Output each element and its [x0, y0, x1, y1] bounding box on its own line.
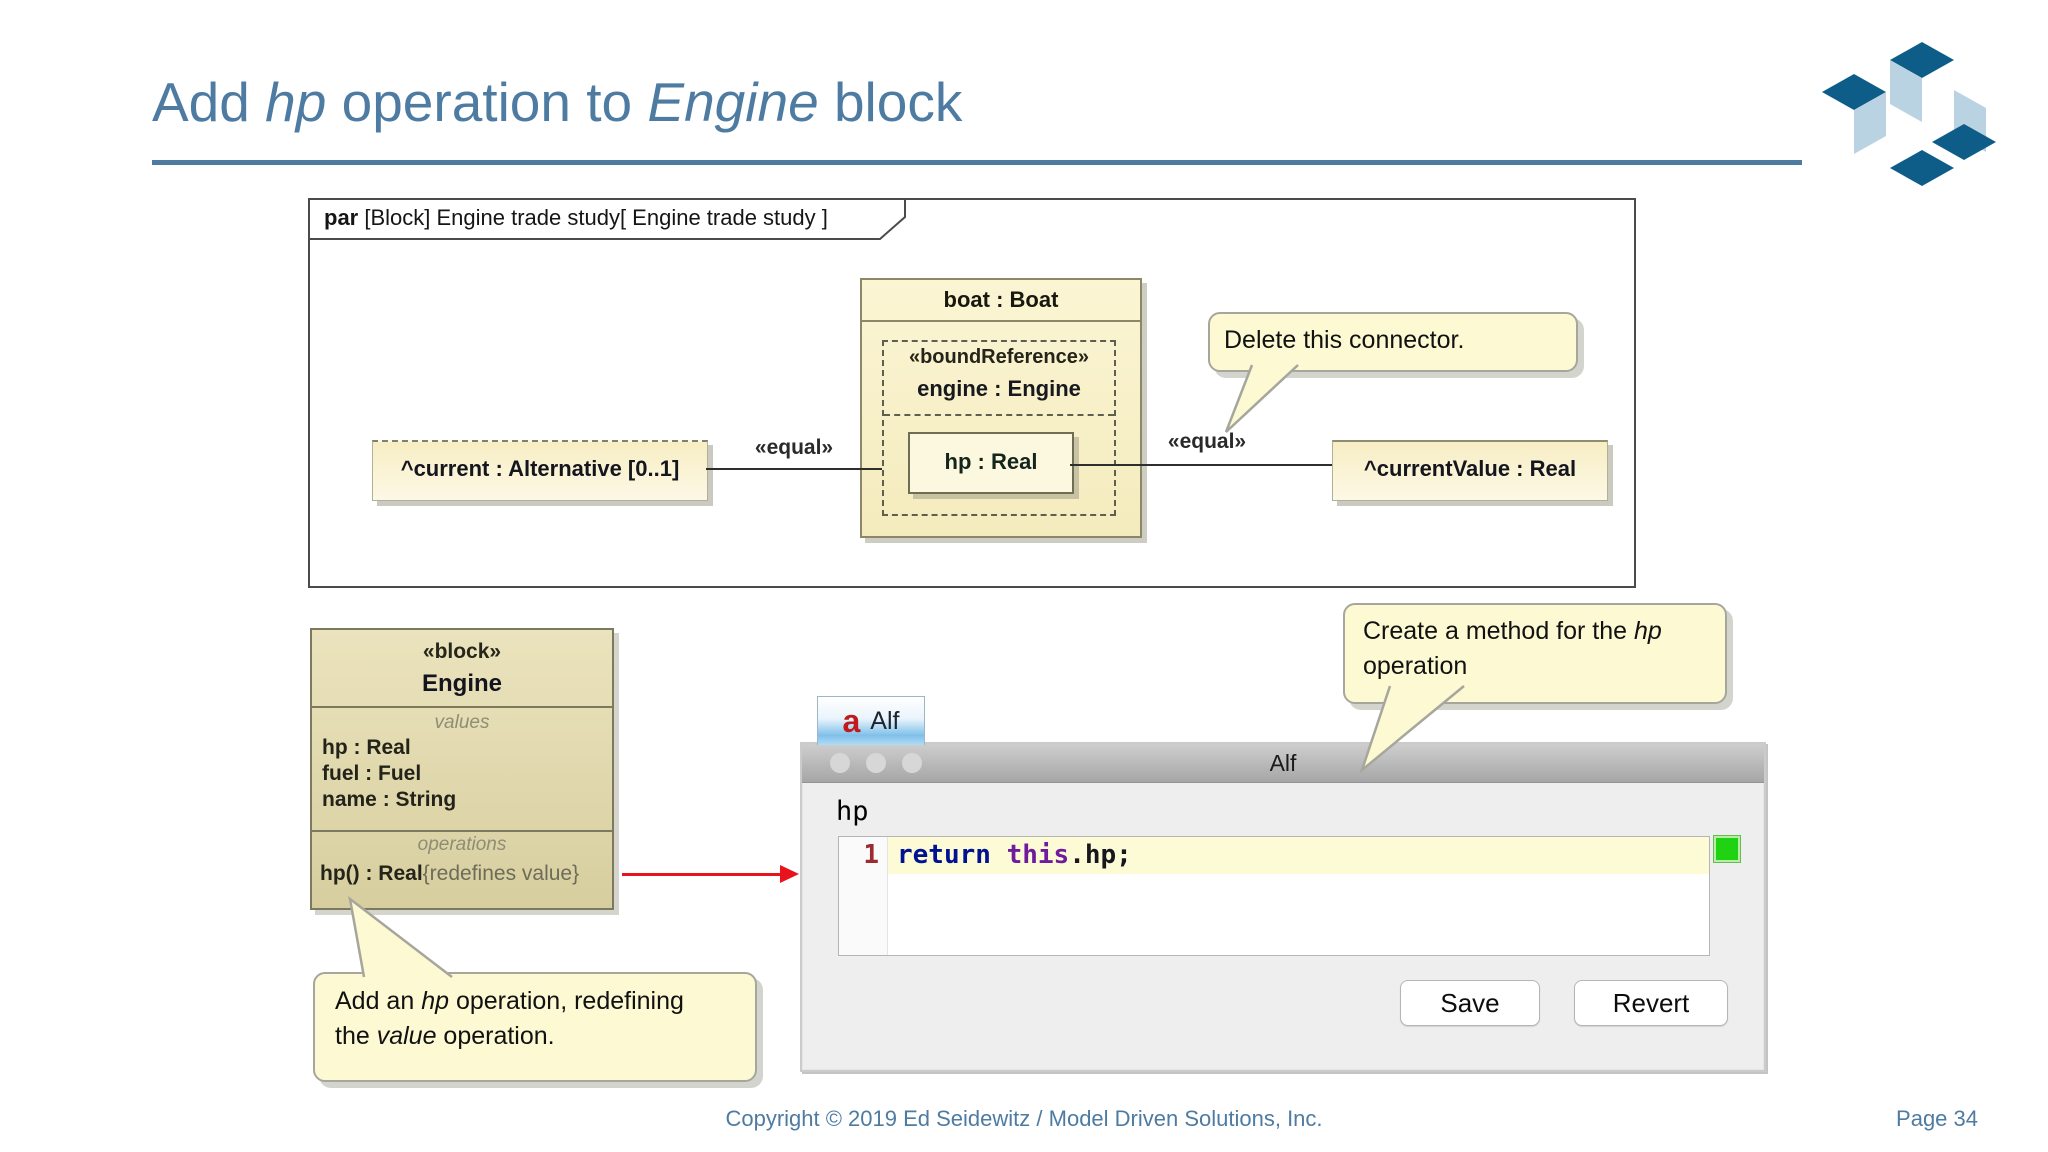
- callout-text: Create a method for the: [1363, 617, 1634, 645]
- equal-connector-right: [1070, 464, 1332, 466]
- current-parameter-box: ^current : Alternative [0..1]: [372, 440, 708, 501]
- page-title: Add hp operation to Engine block: [152, 70, 962, 134]
- window-controls: [830, 753, 922, 773]
- equal-connector-left: [706, 468, 882, 470]
- value-property: name : String: [322, 788, 457, 811]
- hp-value-box: hp : Real: [908, 432, 1074, 494]
- copyright-text: Copyright © 2019 Ed Seidewitz / Model Dr…: [725, 1106, 1323, 1131]
- current-line-highlight: [888, 837, 1709, 874]
- divider: [312, 830, 612, 832]
- callout-text-italic: hp: [421, 987, 449, 1015]
- block-stereotype: «block»: [422, 640, 502, 663]
- operation-modifier: {redefines value}: [422, 862, 580, 885]
- line-number: 1: [863, 840, 879, 870]
- callout-text-italic: value: [376, 1022, 437, 1050]
- engine-block: «block» Engine values hp : Real fuel : F…: [310, 628, 614, 910]
- diagram-kind-keyword: par: [324, 205, 359, 230]
- callout-tail: [1224, 364, 1299, 433]
- callout-tail: [348, 896, 453, 978]
- bound-reference-stereotype: «boundReference»: [908, 346, 1090, 368]
- engine-part-name: engine : Engine: [917, 376, 1081, 401]
- title-part: operation to: [326, 71, 648, 133]
- code-editor[interactable]: 1 return this.hp;: [838, 836, 1710, 956]
- current-value-parameter-box: ^currentValue : Real: [1332, 440, 1608, 501]
- keyword-return: return: [897, 840, 1007, 870]
- save-button[interactable]: Save: [1400, 980, 1540, 1026]
- par-diagram-frame: par [Block] Engine trade study[ Engine t…: [308, 198, 1636, 588]
- block-name: Engine: [421, 670, 502, 697]
- value-property: fuel : Fuel: [322, 762, 422, 785]
- code-line: return this.hp;: [897, 837, 1132, 874]
- divider: [862, 320, 1140, 322]
- diagram-header: par [Block] Engine trade study[ Engine t…: [324, 205, 828, 231]
- divider: [884, 414, 1114, 416]
- keyword-this: this: [1006, 840, 1070, 870]
- company-logo-icon: [1822, 42, 1996, 186]
- callout-text-italic: hp: [1633, 617, 1662, 645]
- callout-text: operation: [1363, 652, 1468, 680]
- red-arrow-line: [622, 873, 782, 876]
- delete-connector-callout: Delete this connector.: [1208, 312, 1578, 372]
- validation-status-indicator: [1714, 836, 1740, 862]
- operation-signature: hp() : Real: [320, 862, 423, 885]
- window-zoom-button[interactable]: [902, 753, 922, 773]
- title-part: block: [818, 71, 963, 133]
- red-arrow-head-icon: [780, 865, 799, 883]
- operation-name-label: hp: [836, 796, 869, 827]
- code-text: .hp;: [1069, 840, 1132, 870]
- diagram-header-text: [Block] Engine trade study[ Engine trade…: [358, 205, 828, 230]
- window-titlebar: Alf: [802, 744, 1764, 783]
- window-close-button[interactable]: [830, 753, 850, 773]
- add-operation-callout: Add an hp operation, redefining the valu…: [313, 972, 757, 1082]
- alf-editor-window: Alf hp 1 return this.hp; Save Revert: [800, 742, 1766, 1072]
- equal-stereotype-right: «equal»: [1167, 430, 1247, 453]
- bound-reference-box: «boundReference» engine : Engine hp : Re…: [882, 340, 1116, 516]
- alf-logo-icon: a: [842, 703, 861, 739]
- callout-text: operation.: [436, 1022, 555, 1050]
- alf-tab-label: Alf: [870, 706, 900, 735]
- window-minimize-button[interactable]: [866, 753, 886, 773]
- title-part-italic: hp: [265, 71, 327, 133]
- divider: [312, 706, 612, 708]
- title-part-italic: Engine: [647, 71, 819, 133]
- callout-text: the: [335, 1022, 377, 1050]
- diagram-tab-shape: [308, 198, 906, 240]
- line-number-gutter: [839, 837, 888, 955]
- boat-part-box: boat : Boat «boundReference» engine : En…: [860, 278, 1142, 538]
- value-property: hp : Real: [322, 736, 411, 759]
- callout-text: Add an: [335, 987, 422, 1015]
- title-part: Add: [152, 71, 266, 133]
- callout-text: operation, redefining: [449, 987, 684, 1015]
- page-number: Page 34: [1896, 1106, 1978, 1131]
- alf-editor-tab[interactable]: a Alf: [817, 696, 925, 745]
- boat-part-title: boat : Boat: [943, 287, 1059, 312]
- values-compartment-label: values: [434, 712, 490, 733]
- equal-stereotype-left: «equal»: [754, 436, 834, 459]
- title-underline: [152, 160, 1802, 165]
- hp-operation: hp() : Real{redefines value}: [320, 862, 579, 886]
- operations-compartment-label: operations: [417, 834, 507, 855]
- callout-tail: [1359, 685, 1465, 774]
- window-title: Alf: [1269, 750, 1297, 776]
- revert-button[interactable]: Revert: [1574, 980, 1728, 1026]
